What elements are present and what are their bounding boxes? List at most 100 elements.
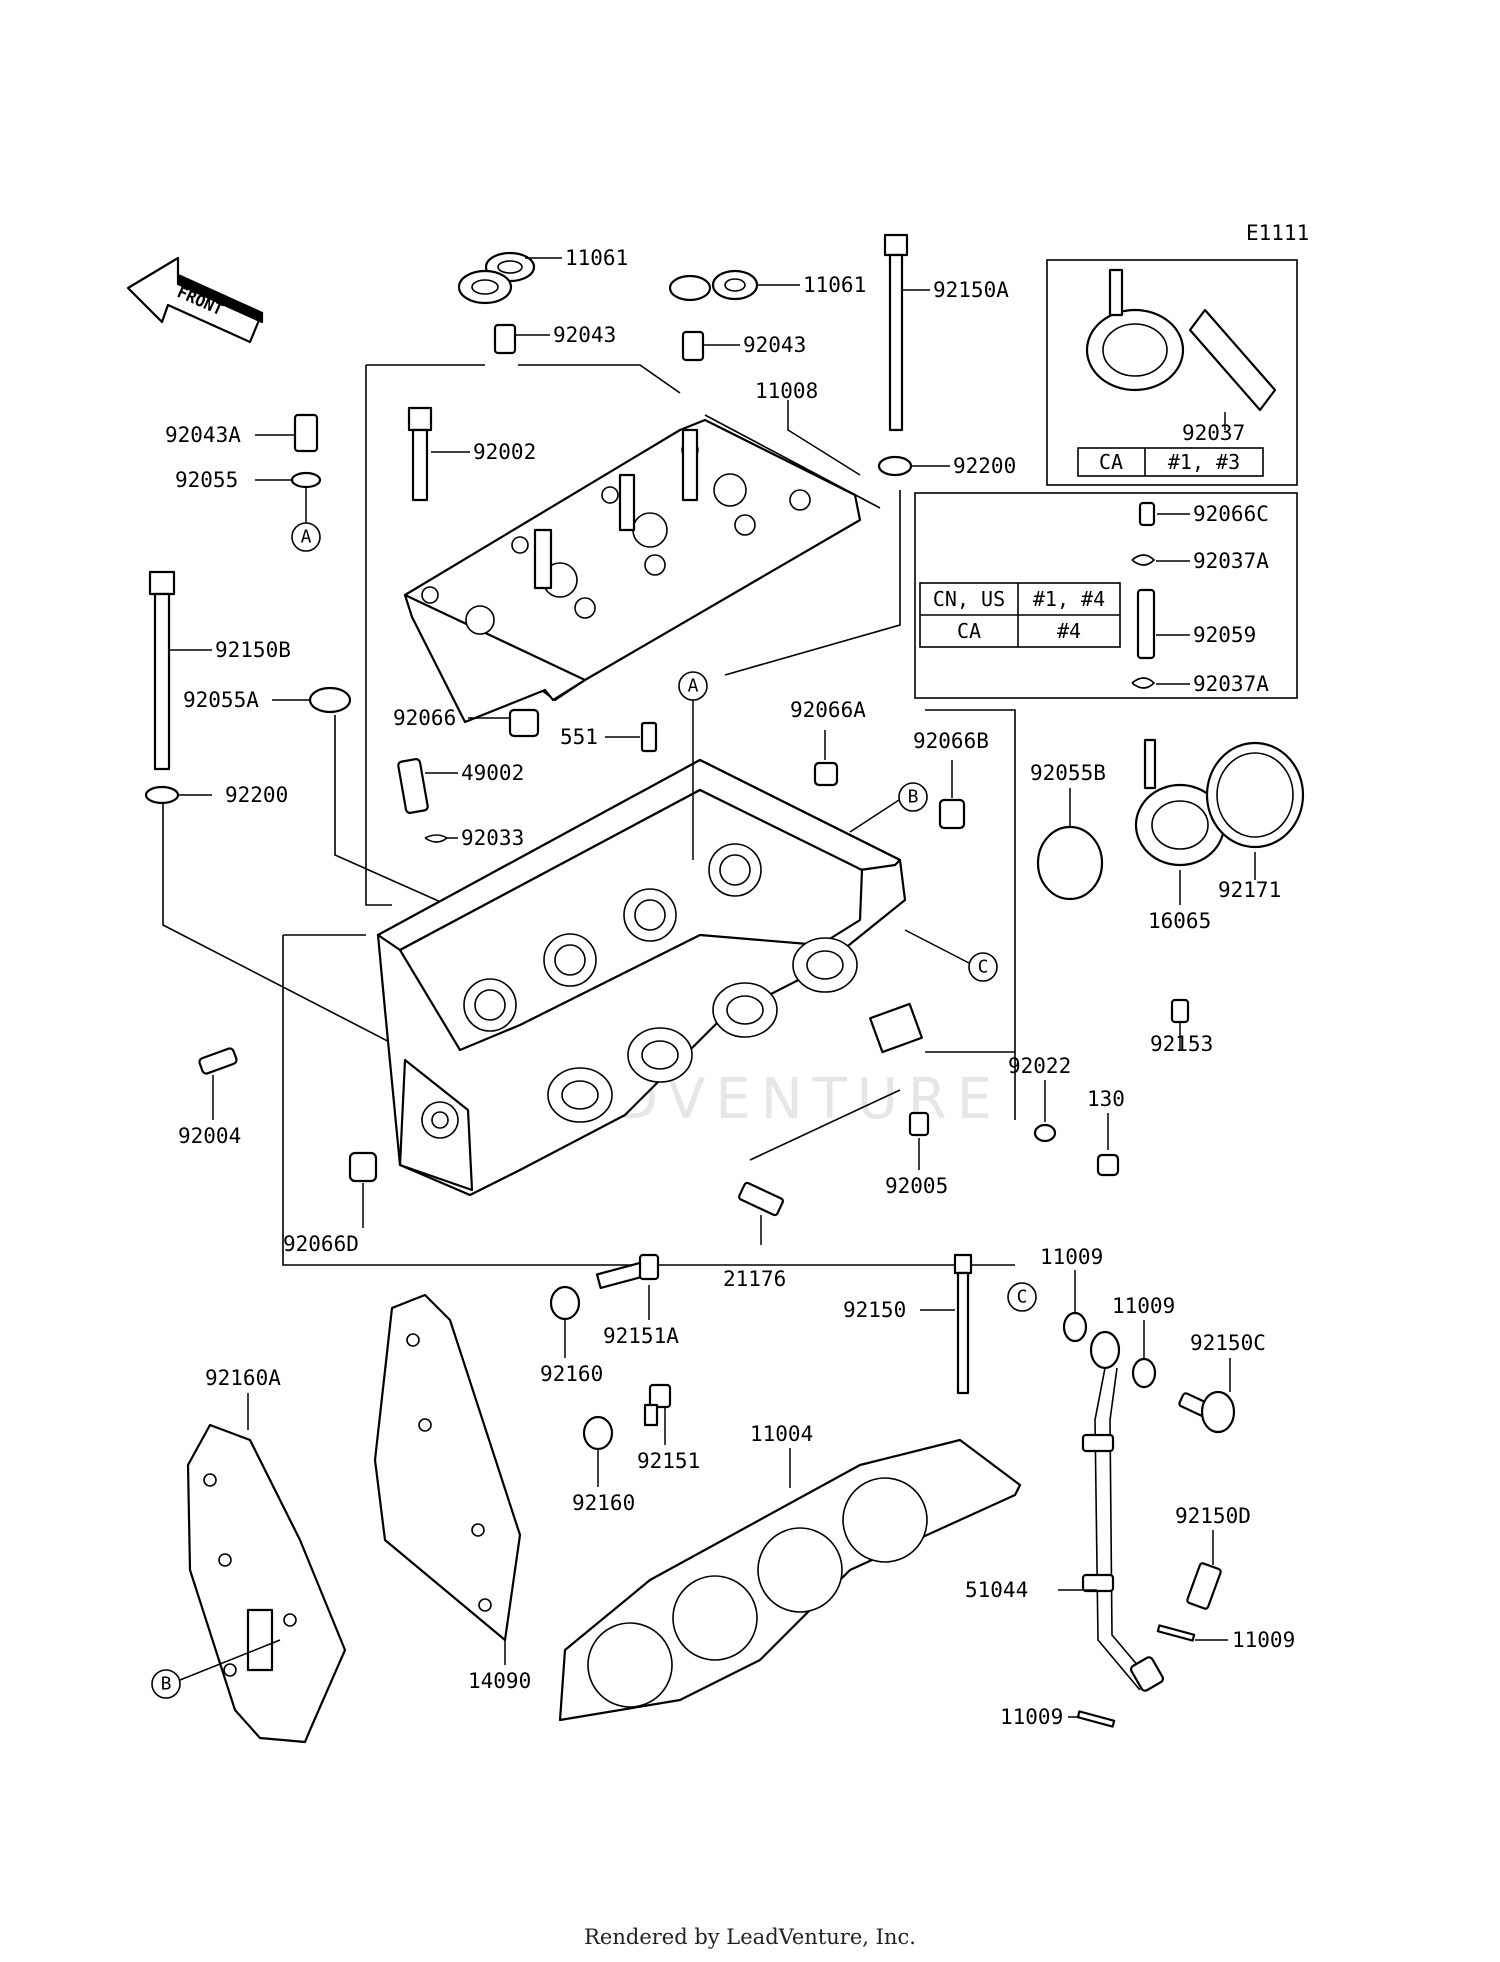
label-11061-b: 11061 bbox=[803, 273, 866, 297]
label-92004: 92004 bbox=[178, 1124, 241, 1148]
part-92037-throttle-boot bbox=[1085, 268, 1277, 412]
label-92151: 92151 bbox=[637, 1449, 700, 1473]
label-92002: 92002 bbox=[473, 440, 536, 464]
label-92160A: 92160A bbox=[205, 1366, 281, 1390]
part-92066C-nipple bbox=[1138, 501, 1156, 527]
svg-text:B: B bbox=[908, 787, 919, 808]
part-92150D-bolt bbox=[1186, 1562, 1222, 1610]
label-92066B: 92066B bbox=[913, 729, 989, 753]
label-92022: 92022 bbox=[1008, 1054, 1071, 1078]
part-92004-stud bbox=[198, 1047, 238, 1075]
label-92059: 92059 bbox=[1193, 623, 1256, 647]
spec-table-mid: CN, US #1, #4 CA #4 bbox=[919, 582, 1121, 648]
part-11061-seal-right bbox=[668, 269, 759, 302]
part-11061-seal-left bbox=[457, 251, 536, 305]
part-92043A-dowel bbox=[293, 413, 319, 453]
part-92200-washer-left bbox=[144, 785, 180, 805]
part-16065-boot bbox=[1134, 738, 1226, 867]
part-21176-sensor bbox=[738, 1181, 784, 1217]
part-11004-head-gasket bbox=[558, 1438, 1022, 1722]
label-92005: 92005 bbox=[885, 1174, 948, 1198]
label-14090: 14090 bbox=[468, 1669, 531, 1693]
part-92033-clip bbox=[424, 834, 449, 843]
callout-A-center: A bbox=[678, 671, 708, 860]
part-92171-clamp bbox=[1205, 741, 1305, 849]
label-92066D: 92066D bbox=[283, 1232, 359, 1256]
table-top-r0-c1: #1, #3 bbox=[1168, 450, 1240, 474]
label-11008: 11008 bbox=[755, 379, 818, 403]
cylinder-head bbox=[376, 758, 923, 1197]
part-551-pin bbox=[640, 721, 658, 753]
part-92022-washer bbox=[1033, 1123, 1057, 1143]
part-92037A-clip-upper bbox=[1131, 554, 1156, 566]
label-130: 130 bbox=[1087, 1087, 1125, 1111]
label-92150C: 92150C bbox=[1190, 1331, 1266, 1355]
part-92151A-bolt bbox=[595, 1253, 660, 1290]
part-92150A-long-bolt bbox=[883, 233, 909, 432]
inset-box-top bbox=[1046, 259, 1298, 486]
table-top-r0-c0: CA bbox=[1099, 450, 1123, 474]
part-92043-dowel-right bbox=[681, 330, 705, 362]
svg-text:A: A bbox=[301, 527, 312, 548]
label-92153: 92153 bbox=[1150, 1032, 1213, 1056]
part-11008-cam-holder bbox=[403, 418, 862, 724]
table-mid-r1-c1: #4 bbox=[1057, 619, 1081, 643]
label-92160-upper: 92160 bbox=[540, 1362, 603, 1386]
svg-text:A: A bbox=[688, 676, 699, 697]
spec-table-top: CA #1, #3 bbox=[1077, 447, 1264, 477]
label-49002: 49002 bbox=[461, 761, 524, 785]
callout-B-cover: B bbox=[151, 1639, 281, 1699]
part-92150B-long-bolt bbox=[148, 570, 176, 771]
front-arrow-icon: FRONT bbox=[126, 256, 264, 344]
table-mid-r0-c0: CN, US bbox=[933, 587, 1005, 611]
callout-C-pipe: C bbox=[1007, 1282, 1037, 1312]
part-51044-oil-pipe bbox=[1081, 1330, 1165, 1692]
label-92150B: 92150B bbox=[215, 638, 291, 662]
label-92066: 92066 bbox=[393, 706, 456, 730]
part-92055B-oring bbox=[1036, 825, 1104, 901]
part-11009-washer-a bbox=[1062, 1311, 1088, 1343]
part-92055A-oring bbox=[308, 686, 352, 714]
svg-text:B: B bbox=[161, 1674, 172, 1695]
part-labels: 11061 11061 92043 92043 92150A 11008 920… bbox=[165, 246, 1295, 1729]
table-mid-r1-c0: CA bbox=[957, 619, 981, 643]
part-92066B-plug bbox=[938, 798, 966, 830]
label-11009-a: 11009 bbox=[1040, 1245, 1103, 1269]
label-92150: 92150 bbox=[843, 1298, 906, 1322]
label-92037A-upper: 92037A bbox=[1193, 549, 1269, 573]
footer-credit: Rendered by LeadVenture, Inc. bbox=[584, 1925, 916, 1949]
callout-C-head: C bbox=[904, 929, 998, 982]
label-92066C: 92066C bbox=[1193, 502, 1269, 526]
callout-A-left: A bbox=[291, 487, 321, 552]
part-11009-washer-c bbox=[1156, 1624, 1196, 1642]
label-92055A: 92055A bbox=[183, 688, 259, 712]
table-mid-r0-c1: #1, #4 bbox=[1033, 587, 1105, 611]
label-92043-b: 92043 bbox=[743, 333, 806, 357]
label-92171: 92171 bbox=[1218, 878, 1281, 902]
label-92151A: 92151A bbox=[603, 1324, 679, 1348]
part-92160A-cover bbox=[186, 1423, 347, 1744]
label-11009-d: 11009 bbox=[1000, 1705, 1063, 1729]
part-92160-grommet-lower bbox=[582, 1415, 614, 1451]
part-130-bolt bbox=[1096, 1153, 1120, 1177]
svg-text:C: C bbox=[1017, 1287, 1028, 1308]
part-92151-bolt bbox=[643, 1383, 672, 1427]
inset-box-mid bbox=[914, 492, 1298, 699]
part-92002-bolt bbox=[407, 406, 433, 502]
label-92066A: 92066A bbox=[790, 698, 866, 722]
part-14090-cover bbox=[373, 1293, 522, 1642]
part-92066-plug bbox=[508, 708, 540, 738]
part-11009-washer-b bbox=[1131, 1357, 1157, 1389]
part-92055-oring bbox=[290, 471, 322, 489]
part-92150-bolt bbox=[953, 1253, 973, 1395]
label-92150D: 92150D bbox=[1175, 1504, 1251, 1528]
diagram-code: E1111 bbox=[1246, 221, 1309, 245]
part-92059-hose bbox=[1136, 588, 1156, 660]
part-49002-lifter bbox=[397, 758, 429, 814]
label-11061-a: 11061 bbox=[565, 246, 628, 270]
label-551: 551 bbox=[560, 725, 598, 749]
svg-text:C: C bbox=[978, 957, 989, 978]
label-51044: 51044 bbox=[965, 1578, 1028, 1602]
